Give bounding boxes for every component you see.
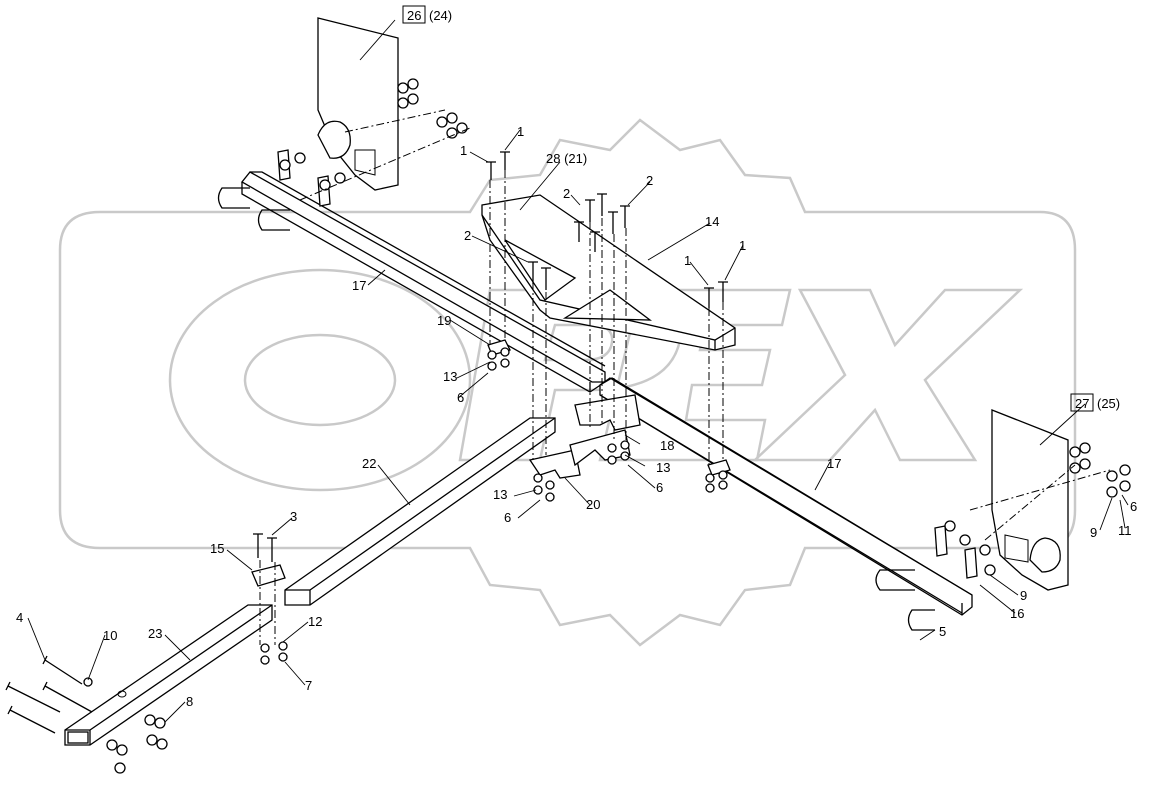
label-2: 2 (464, 228, 471, 243)
label-1: 1 (739, 238, 746, 253)
label-5: 5 (939, 624, 946, 639)
label-1: 1 (517, 124, 524, 139)
center-triangle-plate (481, 194, 736, 351)
label-11: 11 (1118, 523, 1132, 538)
bolts (5, 151, 728, 734)
label-25: (25) (1097, 396, 1120, 411)
label-2: 2 (646, 173, 653, 188)
label-7: 7 (305, 678, 312, 693)
label-19: 19 (437, 313, 451, 328)
label-6: 6 (1130, 499, 1137, 514)
upper-left-tube (241, 171, 606, 393)
left-panel-26 (317, 17, 399, 191)
label-6: 6 (504, 510, 511, 525)
label-17: 17 (827, 456, 841, 471)
label-18: 18 (660, 438, 674, 453)
label-6: 6 (656, 480, 663, 495)
label-2: 2 (563, 186, 570, 201)
label-20: 20 (586, 497, 600, 512)
assembly-lines (259, 109, 1111, 645)
diagonal-tube-22 (284, 417, 556, 606)
label-17: 17 (352, 278, 366, 293)
label-16: 16 (1010, 606, 1024, 621)
label-15: 15 (210, 541, 224, 556)
callout-box-26 (402, 5, 426, 24)
leader-lines (27, 19, 1129, 723)
fasteners (83, 78, 1131, 774)
right-panel-27 (991, 409, 1069, 591)
label-13: 13 (493, 487, 507, 502)
label-22: 22 (362, 456, 376, 471)
u-bolts (217, 187, 935, 631)
label-3: 3 (290, 509, 297, 524)
watermark-letter-o-outer (168, 268, 472, 492)
watermark-gear (58, 118, 1077, 647)
label-8: 8 (186, 694, 193, 709)
label-28-21: 28 (21) (546, 151, 587, 166)
label-26: 26 (407, 8, 421, 23)
label-1: 1 (684, 253, 691, 268)
label-13: 13 (656, 460, 670, 475)
label-1: 1 (460, 143, 467, 158)
watermark-letter-o-inner (243, 333, 397, 427)
label-27: 27 (1075, 396, 1089, 411)
label-9: 9 (1020, 588, 1027, 603)
center-brackets (528, 394, 641, 479)
label-6: 6 (457, 390, 464, 405)
hitch-tube-23 (64, 604, 273, 746)
label-12: 12 (308, 614, 322, 629)
watermark-letter-x (751, 288, 1024, 462)
label-13: 13 (443, 369, 457, 384)
label-10: 10 (103, 628, 117, 643)
label-23: 23 (148, 626, 162, 641)
label-9: 9 (1090, 525, 1097, 540)
right-tube (599, 377, 973, 616)
label-14: 14 (705, 214, 719, 229)
callout-labels: 26 (24) 27 (25) 28 (21) 1 1 1 1 2 2 2 14… (16, 8, 1137, 709)
callout-box-27 (1070, 393, 1094, 412)
label-24: (24) (429, 8, 452, 23)
label-4: 4 (16, 610, 23, 625)
